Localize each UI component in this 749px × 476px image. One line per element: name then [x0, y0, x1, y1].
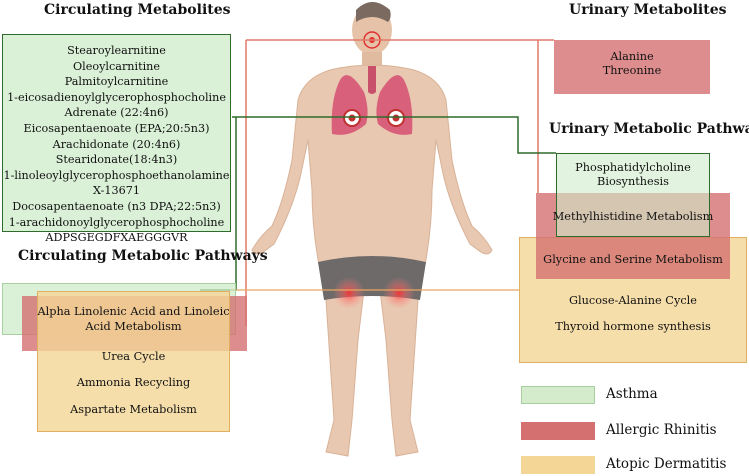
urinary-pathways-asthma-box [556, 153, 710, 237]
knee-inflammation-markers [333, 277, 415, 309]
circulating-metabolite-item: Palmitoylcarnitine [64, 75, 169, 89]
circulating-metabolite-item: Adrenate (22:4n6) [64, 106, 169, 120]
legend-label-rhinitis: Allergic Rhinitis [606, 422, 717, 438]
phosphatidylcholine-line-2: Biosynthesis [597, 175, 669, 188]
urea-cycle-label: Urea Cycle [101, 350, 166, 363]
circulating-metabolite-item: Eicosapentaenoate (EPA;20:5n3) [23, 121, 210, 135]
circulating-metabolite-item: Stearidonate(18:4n3) [55, 153, 178, 167]
methylhistidine-label: Methylhistidine Metabolism [552, 210, 714, 223]
legend-swatch-dermatitis [521, 456, 595, 474]
circulating-metabolite-item: X-13671 [93, 184, 140, 198]
thyroid-hormone-label: Thyroid hormone synthesis [555, 320, 711, 333]
aspartate-metabolism-label: Aspartate Metabolism [70, 403, 197, 416]
phosphatidylcholine-label: Phosphatidylcholine Biosynthesis [556, 161, 710, 189]
threonine-label: Threonine [602, 64, 662, 77]
circulating-metabolite-item: Stearoylearnitine [67, 44, 166, 57]
alpha-linolenic-pathway-label: Alpha Linolenic Acid and Linoleic Acid M… [37, 304, 230, 334]
alpha-linolenic-line-2: Acid Metabolism [85, 320, 182, 333]
urinary-pathways-heading: Urinary Metabolic Pathways [549, 121, 749, 137]
circulating-pathways-heading: Circulating Metabolic Pathways [18, 248, 268, 264]
urinary-metabolites-heading: Urinary Metabolites [569, 2, 727, 18]
circulating-metabolite-item: 1-eicosadienoylglycerophosphocholine [7, 90, 226, 104]
ammonia-recycling-label: Ammonia Recycling [76, 376, 191, 389]
urinary-metabolites-box: Alanine Threonine [554, 40, 710, 94]
legend-label-asthma: Asthma [606, 386, 658, 402]
circulating-metabolite-item: ADPSGEGDFXAEGGGVR [45, 231, 188, 245]
circulating-pathways-dermatitis-box [37, 291, 230, 432]
connector-lines [200, 39, 556, 326]
circulating-metabolites-heading: Circulating Metabolites [44, 2, 231, 18]
alpha-linolenic-line-1: Alpha Linolenic Acid and Linoleic [37, 305, 230, 318]
circulating-metabolite-item: 1-arachidonoylglycerophosphocholine [8, 215, 225, 229]
circulating-metabolite-item: 1-linoleoylglycerophosphoethanolamine [3, 168, 230, 182]
glucose-alanine-label: Glucose-Alanine Cycle [569, 294, 697, 307]
legend-swatch-asthma [521, 386, 595, 404]
legend-label-dermatitis: Atopic Dermatitis [606, 456, 727, 472]
circulating-metabolite-item: Docosapentaenoate (n3 DPA;22:5n3) [12, 199, 221, 213]
alanine-label: Alanine [610, 50, 654, 63]
circulating-metabolite-item: Arachidonate (20:4n6) [52, 137, 181, 151]
phosphatidylcholine-line-1: Phosphatidylcholine [575, 161, 691, 174]
glycine-serine-label: Glycine and Serine Metabolism [543, 253, 723, 266]
legend-swatch-rhinitis [521, 422, 595, 440]
circulating-metabolite-item: Oleoylcarnitine [73, 59, 160, 73]
